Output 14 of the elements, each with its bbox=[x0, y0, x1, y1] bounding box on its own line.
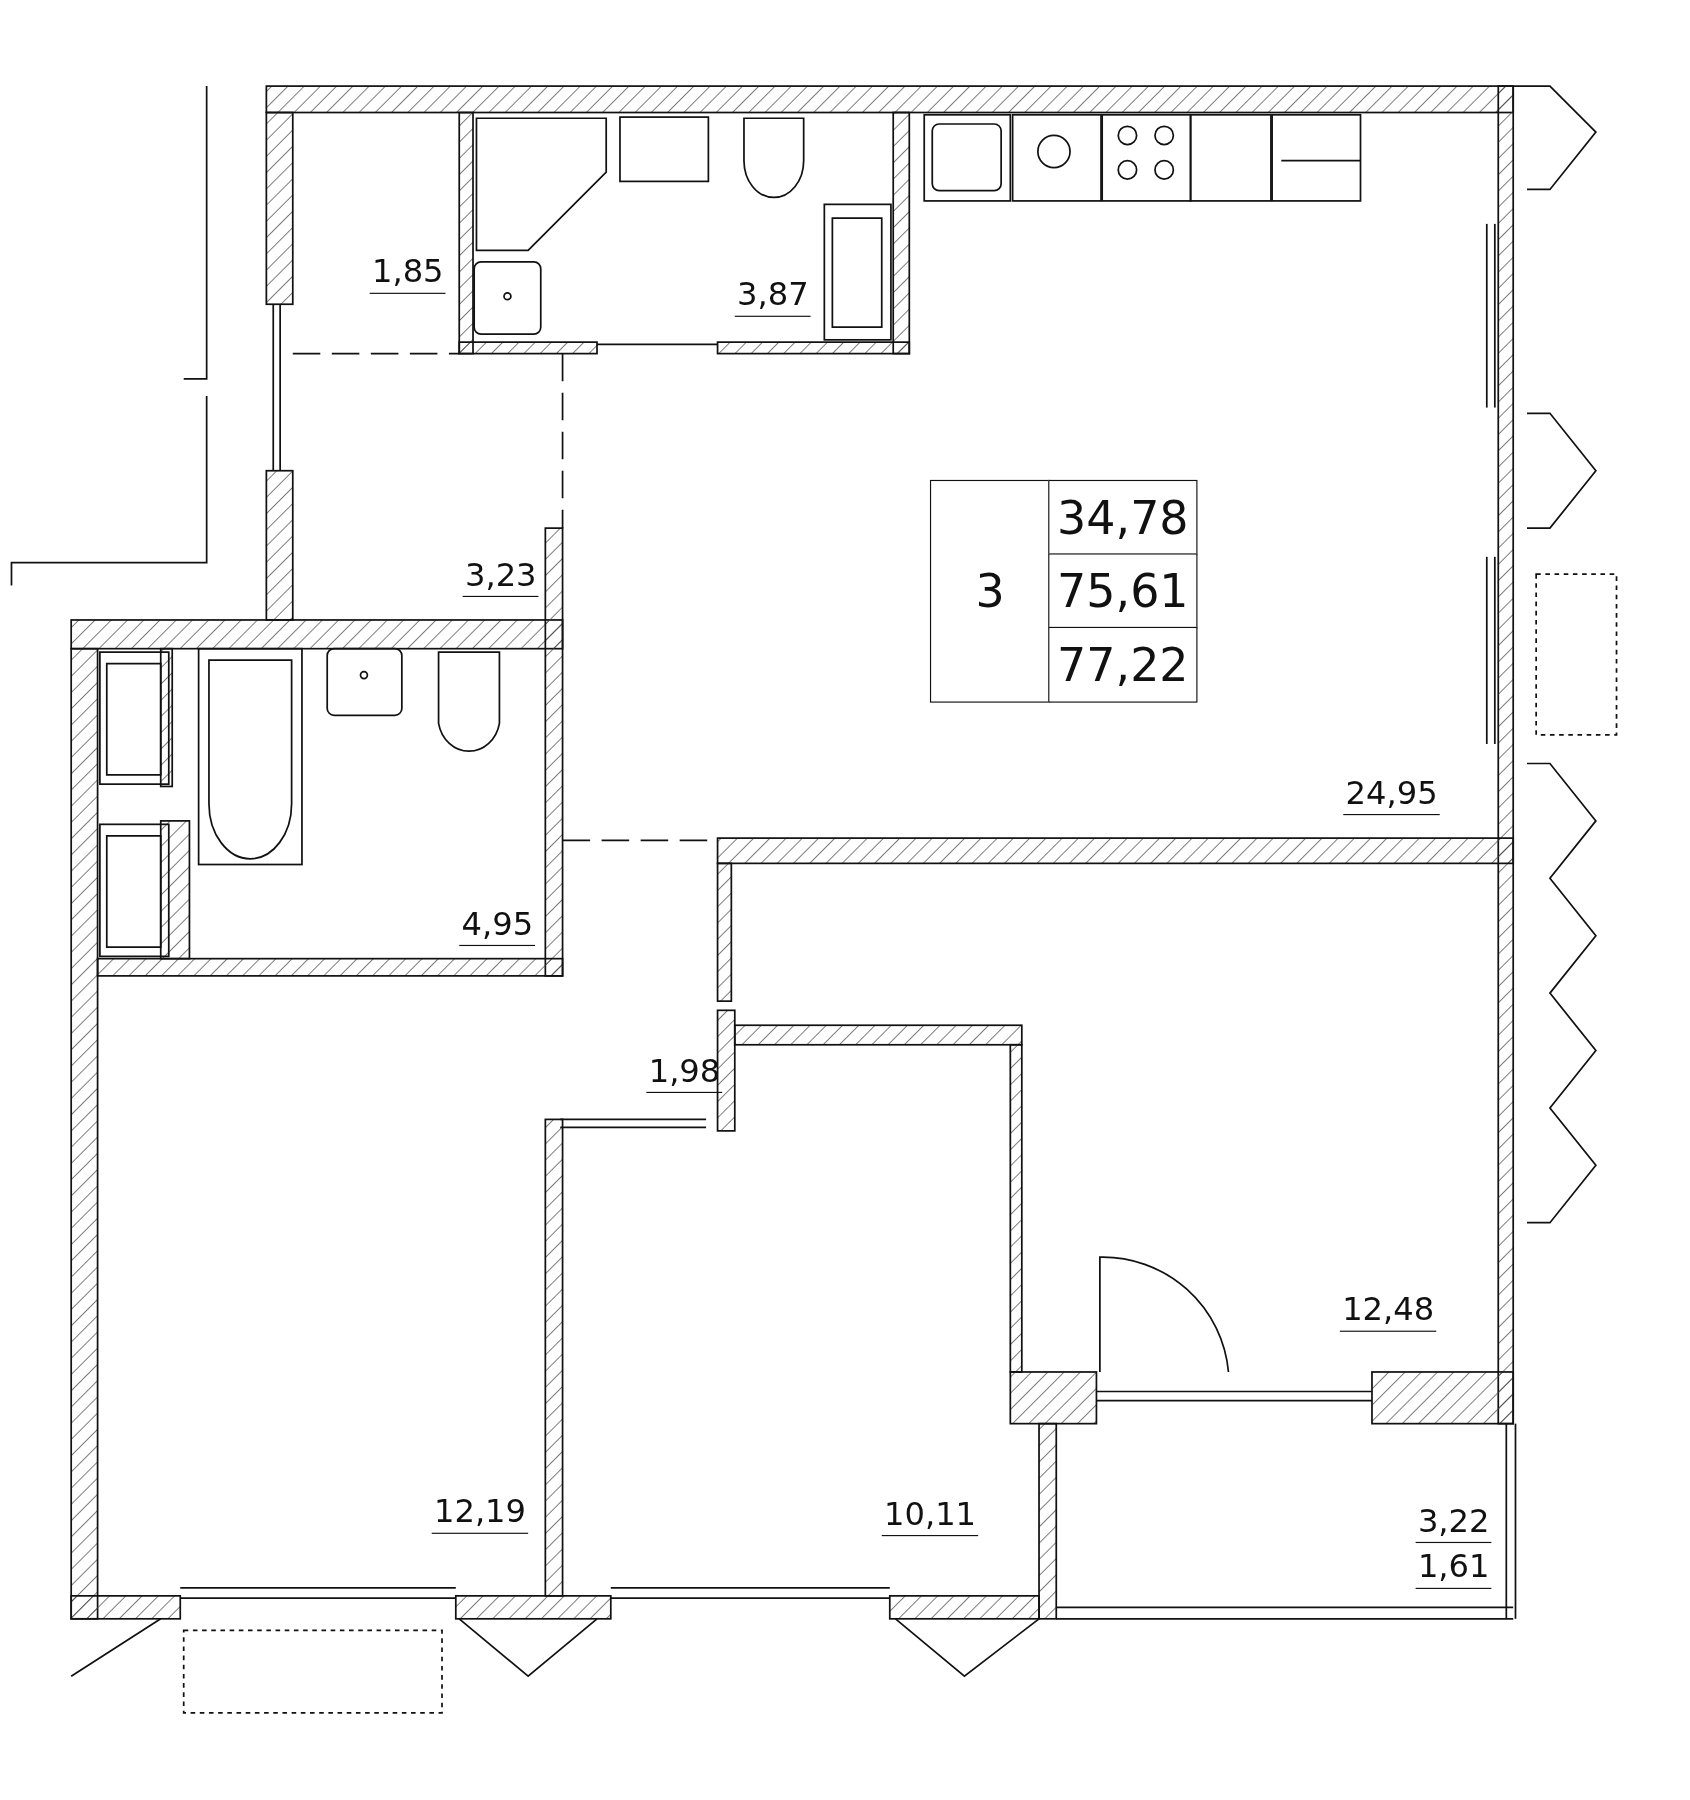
area-label: 12,19 bbox=[431, 1494, 529, 1534]
area-label: 10,11 bbox=[881, 1497, 979, 1536]
area-label: 4,95 bbox=[459, 907, 536, 946]
table-cell: 77,22 bbox=[1048, 626, 1198, 703]
area-label: 24,95 bbox=[1343, 776, 1440, 815]
area-label: 1,61 bbox=[1415, 1549, 1492, 1589]
table-cell: 34,78 bbox=[1048, 479, 1198, 556]
area-label: 3,87 bbox=[734, 277, 811, 317]
area-label: 1,85 bbox=[369, 254, 446, 294]
area-label: 12,48 bbox=[1339, 1292, 1437, 1332]
area-label: 3,22 bbox=[1415, 1504, 1492, 1543]
table-cell: 3 bbox=[929, 479, 1051, 703]
area-label: 3,23 bbox=[462, 558, 539, 597]
area-label: 1,98 bbox=[646, 1053, 723, 1093]
